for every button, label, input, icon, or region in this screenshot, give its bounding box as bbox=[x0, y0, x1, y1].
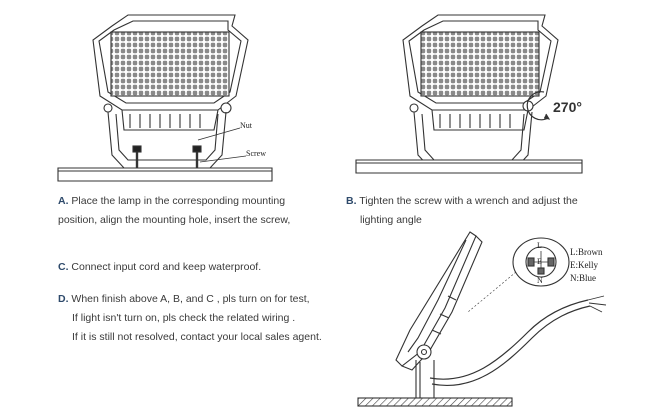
wire-label-blue: N:Blue bbox=[570, 273, 596, 283]
step-c-line1: Connect input cord and keep waterproof. bbox=[71, 261, 262, 273]
step-d-line3: If it is still not resolved, contact you… bbox=[72, 331, 322, 343]
step-b-line2: lighting angle bbox=[360, 214, 422, 226]
figure-cd-lamp bbox=[357, 231, 607, 407]
step-b-line1: Tighten the screw with a wrench and adju… bbox=[359, 195, 578, 207]
led-panel-a bbox=[110, 31, 230, 97]
step-a: A. Place the lamp in the corresponding m… bbox=[58, 192, 290, 230]
step-d-line2: If light isn't turn on, pls check the re… bbox=[72, 312, 296, 324]
step-d-letter: D. bbox=[58, 293, 69, 305]
nut-label: Nut bbox=[240, 121, 253, 130]
pin-n-label: N bbox=[537, 276, 543, 285]
pin-e-label: E bbox=[537, 257, 542, 266]
led-panel-b bbox=[420, 31, 540, 97]
step-a-line1: Place the lamp in the corresponding moun… bbox=[71, 195, 286, 207]
wire-label-brown: L:Brown bbox=[570, 247, 603, 257]
step-a-line2: position, align the mounting hole, inser… bbox=[58, 214, 291, 226]
step-a-letter: A. bbox=[58, 195, 69, 207]
wire-label-kelly: E:Kelly bbox=[570, 260, 598, 270]
screw-label: Screw bbox=[246, 149, 266, 158]
step-b: B. Tighten the screw with a wrench and a… bbox=[346, 192, 578, 230]
step-c-letter: C. bbox=[58, 261, 69, 273]
step-d-line1: When finish above A, B, and C , pls turn… bbox=[71, 293, 310, 305]
rotation-angle-label: 270° bbox=[553, 99, 582, 115]
step-b-letter: B. bbox=[346, 195, 357, 207]
step-d: D. When finish above A, B, and C , pls t… bbox=[58, 290, 322, 347]
step-c: C. Connect input cord and keep waterproo… bbox=[58, 258, 261, 277]
figure-b-lamp bbox=[355, 14, 583, 174]
pin-l-label: L bbox=[537, 241, 542, 250]
figure-a-lamp bbox=[57, 14, 273, 182]
